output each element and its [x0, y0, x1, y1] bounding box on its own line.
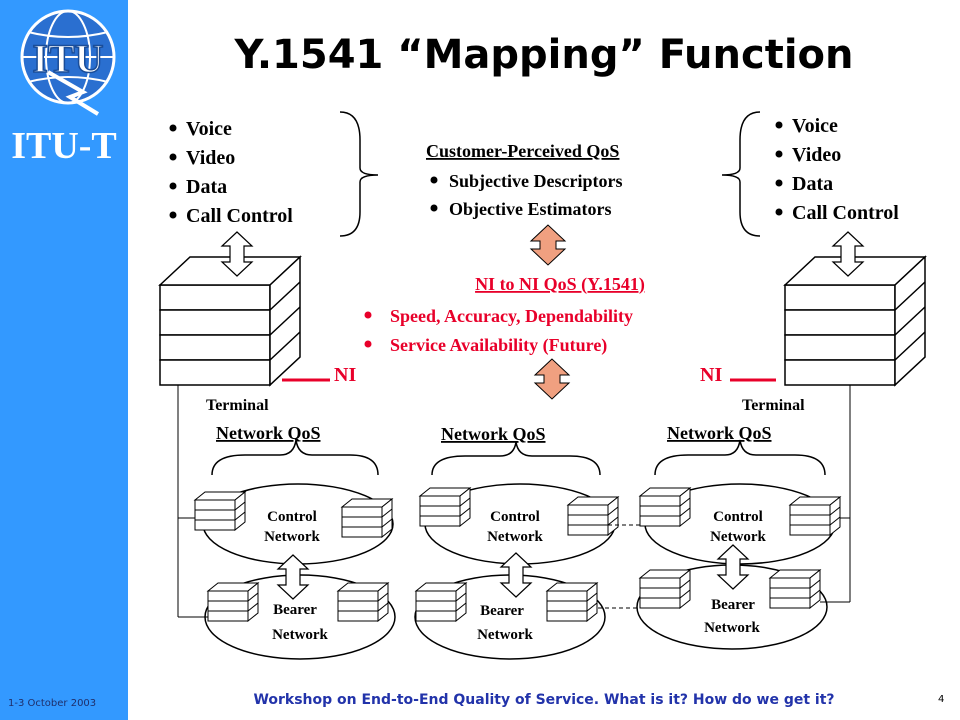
page-number: 4: [938, 694, 945, 705]
svg-text:Network: Network: [710, 529, 766, 545]
footer-text: Workshop on End-to-End Quality of Servic…: [253, 692, 835, 708]
customer-qos-heading: Customer-Perceived QoS: [426, 141, 619, 161]
svg-text:Control: Control: [713, 509, 763, 525]
network-2: Control Network Bearer Network: [414, 483, 619, 660]
logo-text: ITU: [32, 36, 103, 81]
svg-text:Bearer: Bearer: [480, 603, 524, 619]
right-app-video: Video: [792, 144, 841, 166]
customer-qos-item-2: Objective Estimators: [449, 199, 611, 219]
right-ni-label: NI: [700, 364, 722, 386]
page-title: Y.1541 “Mapping” Function: [234, 32, 854, 78]
network-qos-label-1: Network QoS: [216, 423, 321, 443]
org-label: ITU-T: [11, 125, 117, 167]
ni-qos-item-2: Service Availability (Future): [390, 335, 607, 356]
left-app-data: Data: [186, 176, 227, 198]
network-3: Control Network Bearer Network: [636, 483, 841, 650]
customer-qos-item-1: Subjective Descriptors: [449, 171, 622, 191]
connection-lines: [177, 385, 851, 618]
left-app-voice: Voice: [186, 118, 232, 140]
left-app-call-control: Call Control: [186, 205, 293, 227]
date-label: 1-3 October 2003: [8, 698, 97, 709]
right-app-data: Data: [792, 173, 833, 195]
right-app-voice: Voice: [792, 115, 838, 137]
svg-text:Network: Network: [264, 529, 320, 545]
left-app-video: Video: [186, 147, 235, 169]
svg-text:Network: Network: [487, 529, 543, 545]
left-app-list: Voice Video Data Call Control: [169, 118, 293, 227]
svg-text:Bearer: Bearer: [273, 602, 317, 618]
left-terminal-label: Terminal: [206, 397, 269, 414]
network-1: Control Network Bearer Network: [194, 483, 396, 660]
network-qos-label-3: Network QoS: [667, 423, 772, 443]
left-terminal-stack: [159, 256, 301, 386]
svg-text:Control: Control: [490, 509, 540, 525]
svg-text:Bearer: Bearer: [711, 597, 755, 613]
sidebar: ITU ITU-T 1-3 October 2003: [0, 0, 128, 720]
qos-mapping-arrow-top: [530, 224, 566, 266]
network-qos-label-2: Network QoS: [441, 424, 546, 444]
right-brace: [721, 111, 761, 237]
itu-logo-icon: ITU: [20, 9, 116, 116]
right-terminal-label: Terminal: [742, 397, 805, 414]
left-brace: [339, 111, 379, 237]
svg-text:Network: Network: [477, 627, 533, 643]
right-app-call-control: Call Control: [792, 202, 899, 224]
right-terminal-stack: [784, 256, 926, 386]
svg-text:Control: Control: [267, 509, 317, 525]
svg-text:Network: Network: [272, 627, 328, 643]
right-app-list: Voice Video Data Call Control: [775, 115, 899, 224]
qos-mapping-arrow-bottom: [534, 358, 570, 400]
ni-qos-heading: NI to NI QoS (Y.1541): [475, 274, 645, 295]
left-ni-label: NI: [334, 364, 356, 386]
svg-text:Network: Network: [704, 620, 760, 636]
ni-qos-item-1: Speed, Accuracy, Dependability: [390, 306, 633, 326]
